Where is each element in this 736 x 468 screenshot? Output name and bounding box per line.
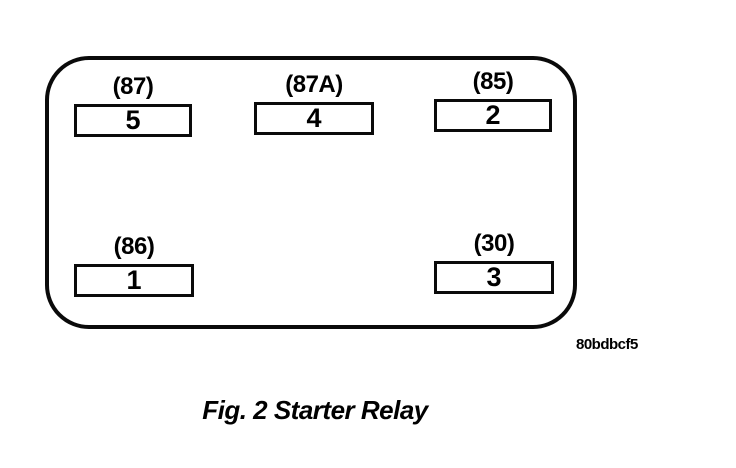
image-code: 80bdbcf5 [576,336,638,353]
pin-number-box-5: 5 [74,104,192,137]
pin-group-86: (86) 1 [74,234,194,297]
relay-body-outline: (87) 5 (87A) 4 (85) 2 (86) 1 (30) 3 [45,56,577,329]
figure-caption: Fig. 2 Starter Relay [202,395,428,425]
terminal-label-30: (30) [473,230,515,257]
terminal-label-86: (86) [113,233,155,260]
pin-number-box-1: 1 [74,264,194,297]
terminal-label-85: (85) [472,68,514,95]
pin-group-87a: (87A) 4 [254,72,374,135]
pin-group-87: (87) 5 [74,74,192,137]
terminal-label-87a: (87A) [285,71,343,98]
pin-number-box-4: 4 [254,102,374,135]
pin-group-85: (85) 2 [434,69,552,132]
pin-number-box-2: 2 [434,99,552,132]
pin-number-box-3: 3 [434,261,554,294]
pin-group-30: (30) 3 [434,231,554,294]
terminal-label-87: (87) [112,73,154,100]
